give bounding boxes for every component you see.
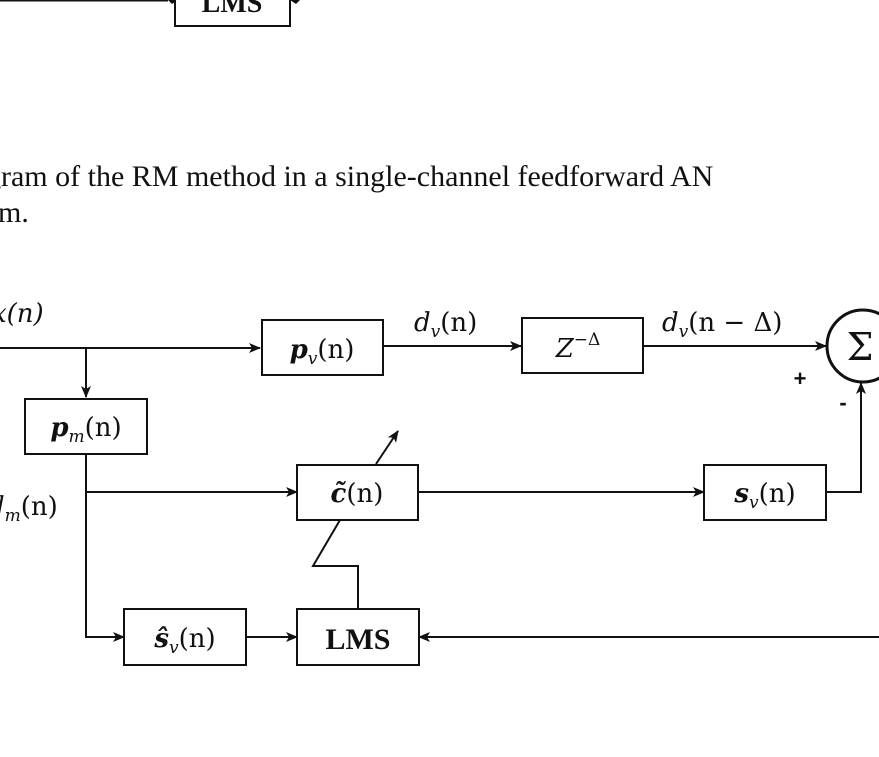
fragment-arrowhead-right <box>290 0 300 4</box>
block-secondary-virtual: sv(n) <box>703 464 827 521</box>
figure-caption-line-2: m. <box>0 196 29 229</box>
block-primary-physical: pm(n) <box>24 398 148 455</box>
fragment-lms-label: LMS <box>202 0 263 19</box>
wire-sv-to-summer <box>826 382 866 493</box>
delay-sup: −Δ <box>574 330 601 350</box>
pm-arg: (n) <box>85 413 122 443</box>
fragment-lms-box <box>174 0 291 27</box>
tunable-arrow <box>375 430 399 465</box>
se-symbol: ŝ <box>153 624 169 654</box>
pm-symbol: p <box>50 413 68 443</box>
controller-symbol: c̃ <box>331 479 347 509</box>
block-lms: LMS <box>296 608 420 666</box>
se-sub: v <box>169 638 179 658</box>
svg-text:pv(n): pv(n) <box>290 335 355 369</box>
diagram-wires <box>0 341 879 642</box>
controller-arg: (n) <box>346 479 383 509</box>
figure-caption-line-1: gram of the RM method in a single-channe… <box>0 160 714 193</box>
label-dm: dm(n) <box>0 492 58 526</box>
plus-sign: + <box>794 366 807 391</box>
se-arg: (n) <box>179 624 216 654</box>
svg-text:c̃(n): c̃(n) <box>331 479 384 509</box>
pv-arg: (n) <box>317 335 354 365</box>
sv-symbol: s <box>733 479 749 509</box>
lms-label: LMS <box>325 623 390 656</box>
block-controller: c̃(n) <box>296 464 419 521</box>
pv-sub: v <box>308 349 318 369</box>
pm-sub: m <box>69 427 85 447</box>
svg-text:ŝv(n): ŝv(n) <box>153 624 215 658</box>
label-input-signal: x(n) <box>0 299 44 329</box>
sv-sub: v <box>749 493 759 513</box>
svg-text:Z−Δ: Z−Δ <box>555 330 601 364</box>
svg-text:sv(n): sv(n) <box>733 479 795 513</box>
pv-symbol: p <box>290 335 308 365</box>
block-secondary-estimate: ŝv(n) <box>123 608 247 666</box>
minus-sign: - <box>839 390 846 415</box>
label-dv: dv(n) <box>414 308 477 342</box>
summer-circle <box>825 308 879 384</box>
block-primary-virtual: pv(n) <box>261 319 384 376</box>
previous-figure-fragment: LMS <box>0 0 879 27</box>
wire-lms-update <box>311 519 359 609</box>
block-delay: Z−Δ <box>521 317 644 374</box>
delay-symbol: Z <box>555 334 575 364</box>
sv-arg: (n) <box>759 479 796 509</box>
sigma-icon: Σ <box>847 325 874 369</box>
svg-text:pm(n): pm(n) <box>50 413 121 447</box>
summing-junction: Σ + - <box>794 308 879 415</box>
label-dv-delayed: dv(n − Δ) <box>662 308 782 342</box>
